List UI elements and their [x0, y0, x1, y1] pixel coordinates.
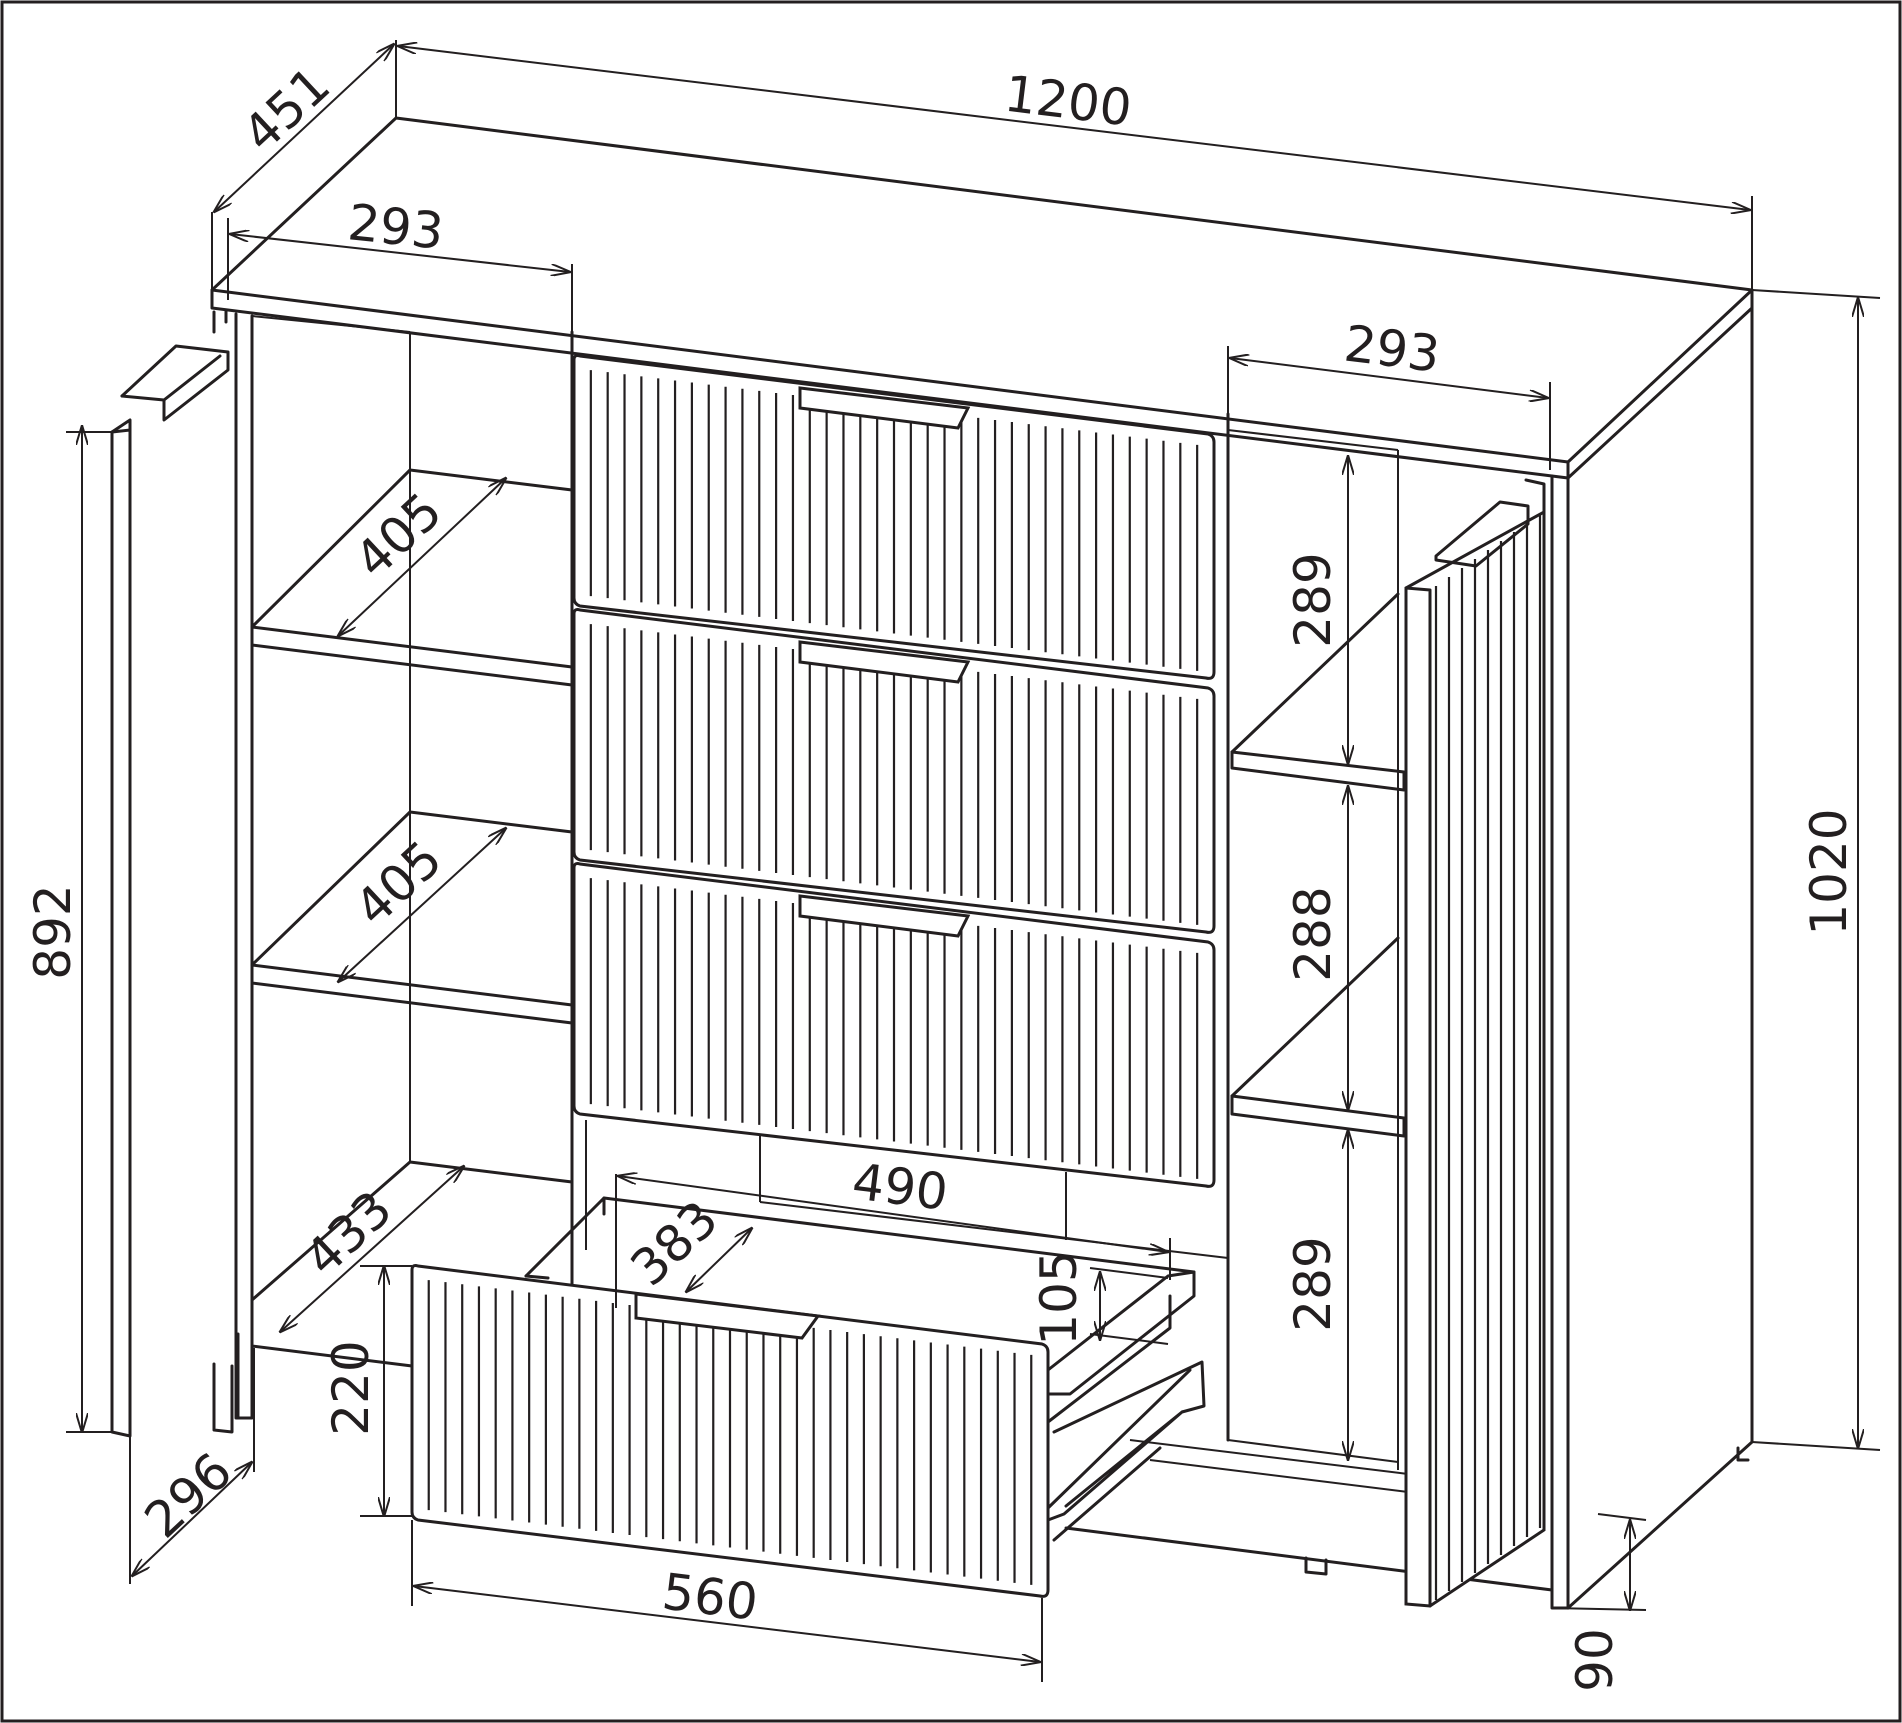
left-shelf-upper: [250, 468, 574, 629]
left-door-handle: [120, 344, 230, 422]
open-drawer: [410, 1196, 1206, 1598]
left-bottom-front: [250, 1328, 414, 1368]
dim-label-drawer-front-height: 220: [322, 1340, 380, 1435]
drawer-front-3: [572, 862, 1216, 1188]
dim-label-left-section-width: 293: [345, 193, 446, 261]
dim-label-right-compartment-upper: 289: [1284, 552, 1342, 647]
dimension-lines: [66, 40, 1881, 1682]
dim-label-left-shelf-middle: 405: [344, 830, 453, 938]
dim-label-drawer-side-height: 105: [1030, 1250, 1088, 1345]
dim-label-leg-height: 90: [1566, 1628, 1624, 1692]
drawer-front-1-ribs: [589, 370, 1199, 671]
right-door-ribs: [1434, 514, 1542, 1600]
drawer-front-3-ribs: [589, 878, 1199, 1179]
dim-label-width-total: 1200: [1001, 65, 1134, 138]
right-shelf-upper-front: [1230, 750, 1406, 792]
left-shelf-middle-front: [250, 963, 574, 1025]
dim-label-left-bottom-depth: 433: [294, 1180, 403, 1288]
left-door-top: [110, 418, 132, 434]
dim-line-door-width: [132, 1462, 252, 1576]
left-plinth: [212, 1362, 234, 1434]
left-door-handle-edge: [120, 394, 166, 402]
left-inner-top: [251, 315, 411, 333]
right-shelf-lower-front: [1230, 1094, 1406, 1138]
dim-label-door-height: 892: [24, 884, 82, 979]
dim-line-left-bottom-depth: [280, 1166, 464, 1332]
drawer-handle-2: [798, 640, 971, 684]
open-drawer-right-side: [1046, 1270, 1196, 1396]
right-shelf-lower: [1230, 936, 1400, 1098]
dim-label-total-height: 1020: [1800, 808, 1858, 935]
open-drawer-runner-lower: [1052, 1446, 1162, 1542]
left-side-panel: [234, 312, 254, 1420]
foot-center: [1304, 1556, 1328, 1576]
right-side-panel: [1550, 474, 1570, 1610]
left-shelf-upper-front: [250, 625, 574, 687]
right-door-handle: [1434, 500, 1530, 568]
open-drawer-front-ribs: [427, 1280, 1033, 1585]
dim-line-width-total: [398, 46, 1750, 210]
dim-label-drawer-inner-width: 490: [849, 1153, 951, 1222]
left-door-panel: [110, 428, 132, 1438]
drawer-front-2: [572, 608, 1216, 934]
dim-label-left-shelf-upper: 405: [344, 482, 453, 590]
drawer-front-1: [572, 354, 1216, 680]
right-door-top-edge: [1524, 478, 1546, 514]
left-shelf-middle: [250, 810, 574, 967]
left-door-hinge-top: [212, 308, 228, 334]
open-drawer-handle: [634, 1292, 821, 1340]
open-drawer-runner-2: [1046, 1368, 1192, 1510]
dim-line-drawer-inner-width: [618, 1176, 1168, 1252]
foot-right: [1736, 1446, 1750, 1462]
top-panel-right-edge: [1566, 288, 1754, 480]
right-door-ribbed: [1404, 478, 1546, 1608]
right-door-edge: [1404, 586, 1432, 1608]
dim-line-left-shelf-middle: [338, 828, 506, 982]
dim-label-door-width: 296: [134, 1442, 243, 1550]
dim-line-drawer-inner-depth: [686, 1228, 752, 1292]
dim-label-right-compartment-lower: 289: [1284, 1236, 1342, 1331]
drawer-handle-1: [798, 386, 971, 430]
dim-line-drawer-front-width: [414, 1586, 1040, 1662]
dim-line-depth-top: [214, 44, 394, 212]
right-compartment-floor: [1227, 1439, 1399, 1463]
drawer-front-2-ribs: [589, 624, 1199, 925]
open-drawer-runner: [1046, 1360, 1206, 1522]
right-side-panel-back: [1566, 306, 1754, 1610]
dim-label-right-compartment-middle: 288: [1284, 886, 1342, 981]
drawer-handle-3: [798, 894, 971, 938]
dim-label-right-section-width: 293: [1341, 315, 1443, 384]
right-inner-top: [1227, 429, 1399, 451]
left-door-open: [110, 308, 230, 1438]
dim-label-depth-top: 451: [232, 56, 341, 164]
dim-line-right-section-width: [1230, 358, 1548, 398]
dim-label-drawer-front-width: 560: [659, 1563, 761, 1632]
dim-label-drawer-inner-depth: 383: [620, 1190, 729, 1298]
bottom-rail-top: [1129, 1439, 1409, 1493]
dim-line-left-section-width: [230, 234, 570, 272]
dim-line-left-shelf-upper: [338, 478, 506, 636]
open-drawer-left-side: [524, 1196, 606, 1280]
right-shelf-upper: [1230, 592, 1400, 754]
